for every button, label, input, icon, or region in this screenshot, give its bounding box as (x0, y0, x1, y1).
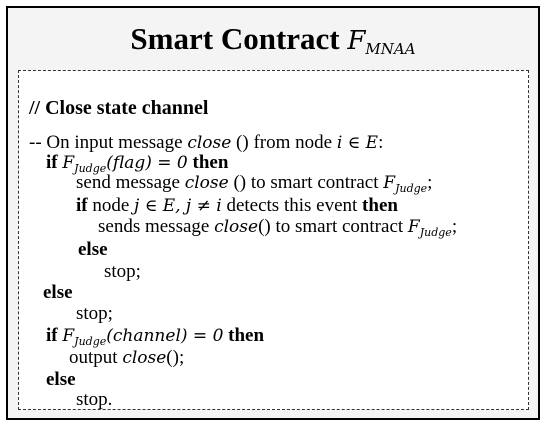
code-line-11: output close(); (69, 347, 184, 369)
code-text: () from node (231, 132, 337, 153)
code-line-10: if FJudge(channel) = 0 then (46, 325, 264, 353)
math-expression: (channel) = 0 (106, 326, 224, 346)
code-line-2: if FJudge(flag) = 0 then (46, 152, 228, 180)
math-expression: (flag) = 0 (106, 153, 188, 173)
code-text: detects this event (221, 195, 363, 216)
math-expression: FJudge (62, 326, 107, 348)
code-line-5: sends message close() to smart contract … (98, 216, 457, 244)
code-text: stop; (76, 303, 113, 324)
code-line-1: -- On input message close () from node i… (29, 132, 383, 154)
code-text: ; (427, 172, 433, 193)
keyword: then (362, 195, 398, 216)
math-expression: FJudge (62, 153, 107, 175)
keyword: then (223, 325, 265, 346)
protocol-box: // Close state channel -- On input messa… (18, 70, 529, 410)
code-text: send message (76, 172, 185, 193)
math-expression: close (187, 133, 232, 153)
code-text: stop. (76, 389, 113, 410)
math-expression: FJudge (383, 173, 428, 195)
keyword: else (43, 282, 73, 303)
code-line-6: else (78, 239, 108, 261)
code-text: node (87, 195, 135, 216)
code-line-13: stop. (76, 389, 112, 411)
code-line-3: send message close () to smart contract … (76, 172, 432, 200)
code-text: output (69, 347, 123, 368)
code-text: () to smart contract (228, 172, 384, 193)
panel-title: Smart Contract FMNAA (8, 20, 538, 68)
code-text: (); (166, 347, 185, 368)
math-expression: close (122, 348, 167, 368)
math-expression: i ∈ E (336, 133, 379, 153)
code-text: sends message (98, 216, 215, 237)
math-expression: j ∈ E, j ≠ i (134, 196, 222, 216)
code-line-8: else (43, 282, 73, 304)
math-expression: close (184, 173, 229, 193)
title-text: Smart Contract (130, 21, 340, 56)
code-text: stop; (104, 261, 141, 282)
keyword: if (46, 325, 63, 346)
keyword: else (78, 239, 108, 260)
code-line-9: stop; (76, 303, 113, 325)
smart-contract-panel: Smart Contract FMNAA // Close state chan… (6, 6, 540, 420)
code-text: : (378, 132, 384, 153)
title-symbol: FMNAA (347, 26, 416, 58)
math-expression: FJudge (407, 217, 452, 239)
code-text: () to smart contract (258, 216, 408, 237)
code-line-7: stop; (104, 261, 141, 283)
keyword: else (46, 369, 76, 390)
code-line-12: else (46, 369, 76, 391)
section-comment: // Close state channel (29, 97, 209, 119)
keyword: then (187, 152, 229, 173)
code-text: -- On input message (29, 132, 188, 153)
keyword: if (46, 152, 63, 173)
code-text: ; (451, 216, 458, 237)
code-line-4: if node j ∈ E, j ≠ i detects this event … (76, 195, 398, 217)
keyword: if (76, 195, 88, 216)
math-expression: close (214, 217, 259, 237)
